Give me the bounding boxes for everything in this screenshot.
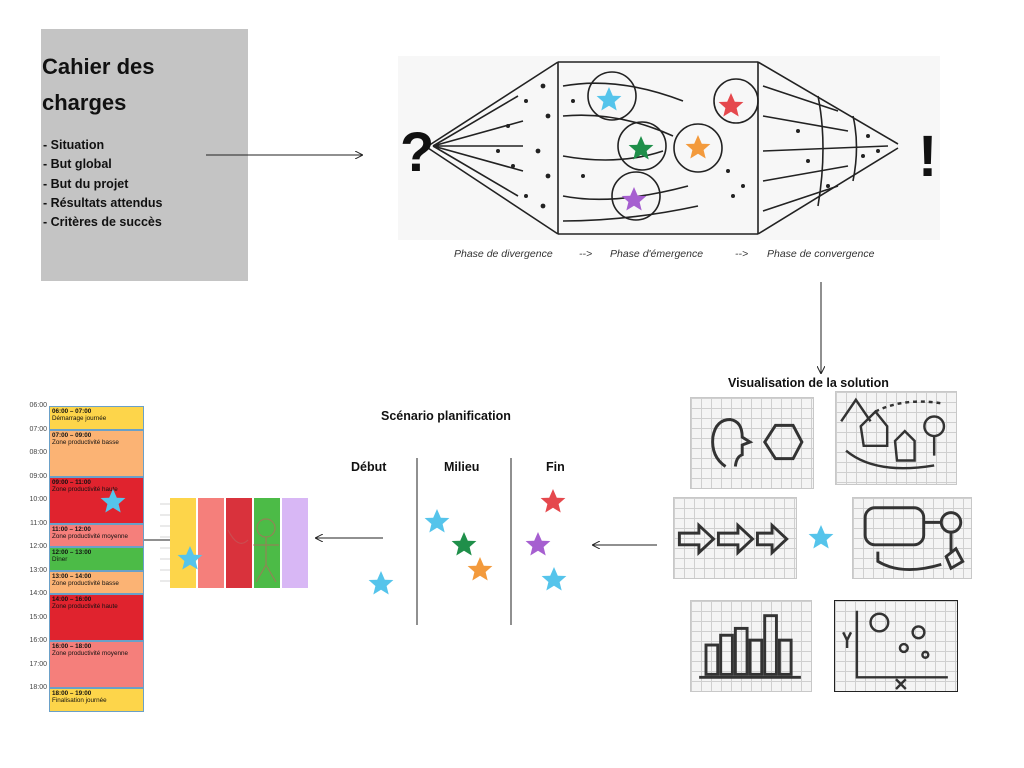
schedule-block-time: 16:00 – 18:00 [52,643,92,650]
visualisation-title: Visualisation de la solution [728,376,889,390]
mini-calendar-column [282,498,308,588]
sketch-flow [852,497,972,579]
schedule-hour-label: 18:00 [29,684,47,691]
schedule-hour-label: 13:00 [29,566,47,574]
schedule-hour-label: 09:00 [29,472,47,480]
scenario-title: Scénario planification [381,409,511,423]
cahier-title: Cahier des charges [42,54,155,115]
schedule-block-label: Zone productivité haute [52,603,118,610]
diamond-drawing: ? ! [398,56,940,240]
cahier-item: - Résultats attendus [43,195,163,210]
double-diamond-sketch: ? ! [398,56,940,240]
scenario-col-milieu: Milieu [444,460,480,474]
star-orange-icon [467,557,493,581]
schedule-block-time: 09:00 – 11:00 [52,478,91,486]
star-blue-icon [541,567,567,591]
scenario-stars [368,489,567,595]
schedule-hour-label: 10:00 [29,496,47,503]
schedule-block-time: 18:00 – 19:00 [52,690,92,697]
triple-arrow-icon [677,521,789,557]
phase-emergence-label: Phase d'émergence [610,248,704,260]
star-green-icon [451,532,477,556]
star-orange-icon [685,135,711,159]
mini-calendar-column [198,498,224,588]
mini-calendar-drawing [160,498,308,588]
cahier-item: - Critères de succès [43,215,162,230]
schedule-hour-label: 15:00 [29,613,47,621]
schedule-block-time: 07:00 – 09:00 [52,431,92,439]
phase-arrow: --> [735,248,749,260]
schedule-block-label: Finalisation journée [52,697,107,704]
scenario-col-debut: Début [351,460,387,474]
schedule-hour-label: 07:00 [29,425,47,433]
mini-calendar-column [254,498,280,588]
star-green-icon [628,136,654,160]
cahier-list: - Situation - But global - But du projet… [43,136,162,232]
phase-divergence-label: Phase de divergence [454,248,553,260]
schedule-block-label: Démarrage journée [52,415,107,422]
phase-convergence-label: Phase de convergence [767,248,875,260]
schedule-hour-label: 16:00 [29,637,47,644]
schedule-block-label: Zone productivité moyenne [52,650,128,657]
day-schedule: 06:00 07:00 08:00 09:00 10:00 11:00 12:00 13:00… [25,400,144,712]
diamond-stars [596,87,744,211]
sketch-bar-chart [690,600,812,692]
schedule-block-time: 12:00 – 13:00 [52,549,92,556]
scatter-plot-icon [842,610,948,690]
head-hexagon-icon [711,418,804,468]
schedule-hour-label: 12:00 [29,543,47,550]
sketch-arrows [673,497,797,579]
cahier-item: - Situation [43,138,105,152]
schedule-block-label: Zone productivité moyenne [52,532,128,540]
exclamation-mark: ! [918,124,937,189]
star-blue-icon [100,489,126,513]
schedule-block-time: 11:00 – 12:00 [52,525,91,533]
schedule-hour-label: 14:00 [29,590,47,597]
sketch-head-hexagon [690,397,814,489]
schedule-block-label: Zone productivité basse [52,579,119,587]
star-blue-icon [424,509,450,533]
schedule-hour-label: 11:00 [30,519,47,527]
star-purple-icon [525,532,551,556]
star-blue-icon [177,546,203,570]
schedule-block-label: Dîner [52,556,68,563]
scenario-col-fin: Fin [546,460,565,474]
star-red-icon [718,93,744,117]
schedule-hour-label: 08:00 [29,449,47,456]
schedule-block-time: 14:00 – 16:00 [52,596,92,603]
cahier-des-charges-box: Cahier des charges - Situation - But glo… [41,29,248,281]
schedule-hour-label: 06:00 [29,402,47,409]
phase-arrow: --> [579,248,593,260]
landscape-icon [840,397,946,470]
mini-calendar-column [170,498,196,588]
sketch-landscape [835,391,957,485]
star-purple-icon [621,187,647,211]
flow-icon [863,506,965,572]
sketch-scatter [834,600,958,692]
schedule-block-label: Zone productivité basse [52,438,119,446]
star-blue-icon [808,525,834,549]
cahier-item: - But du projet [43,176,129,191]
mini-calendar [158,490,308,590]
schedule-hour-label: 17:00 [29,660,47,668]
schedule-block-time: 06:00 – 07:00 [52,408,92,415]
star-red-icon [540,489,566,513]
schedule-block-time: 13:00 – 14:00 [52,572,92,580]
cahier-item: - But global [43,157,112,172]
question-mark: ? [400,120,434,183]
star-blue-icon [368,571,394,595]
star-blue-icon [596,87,622,111]
bar-chart-icon [699,614,801,679]
schedule-block-label: Zone productivité haute [52,485,118,493]
